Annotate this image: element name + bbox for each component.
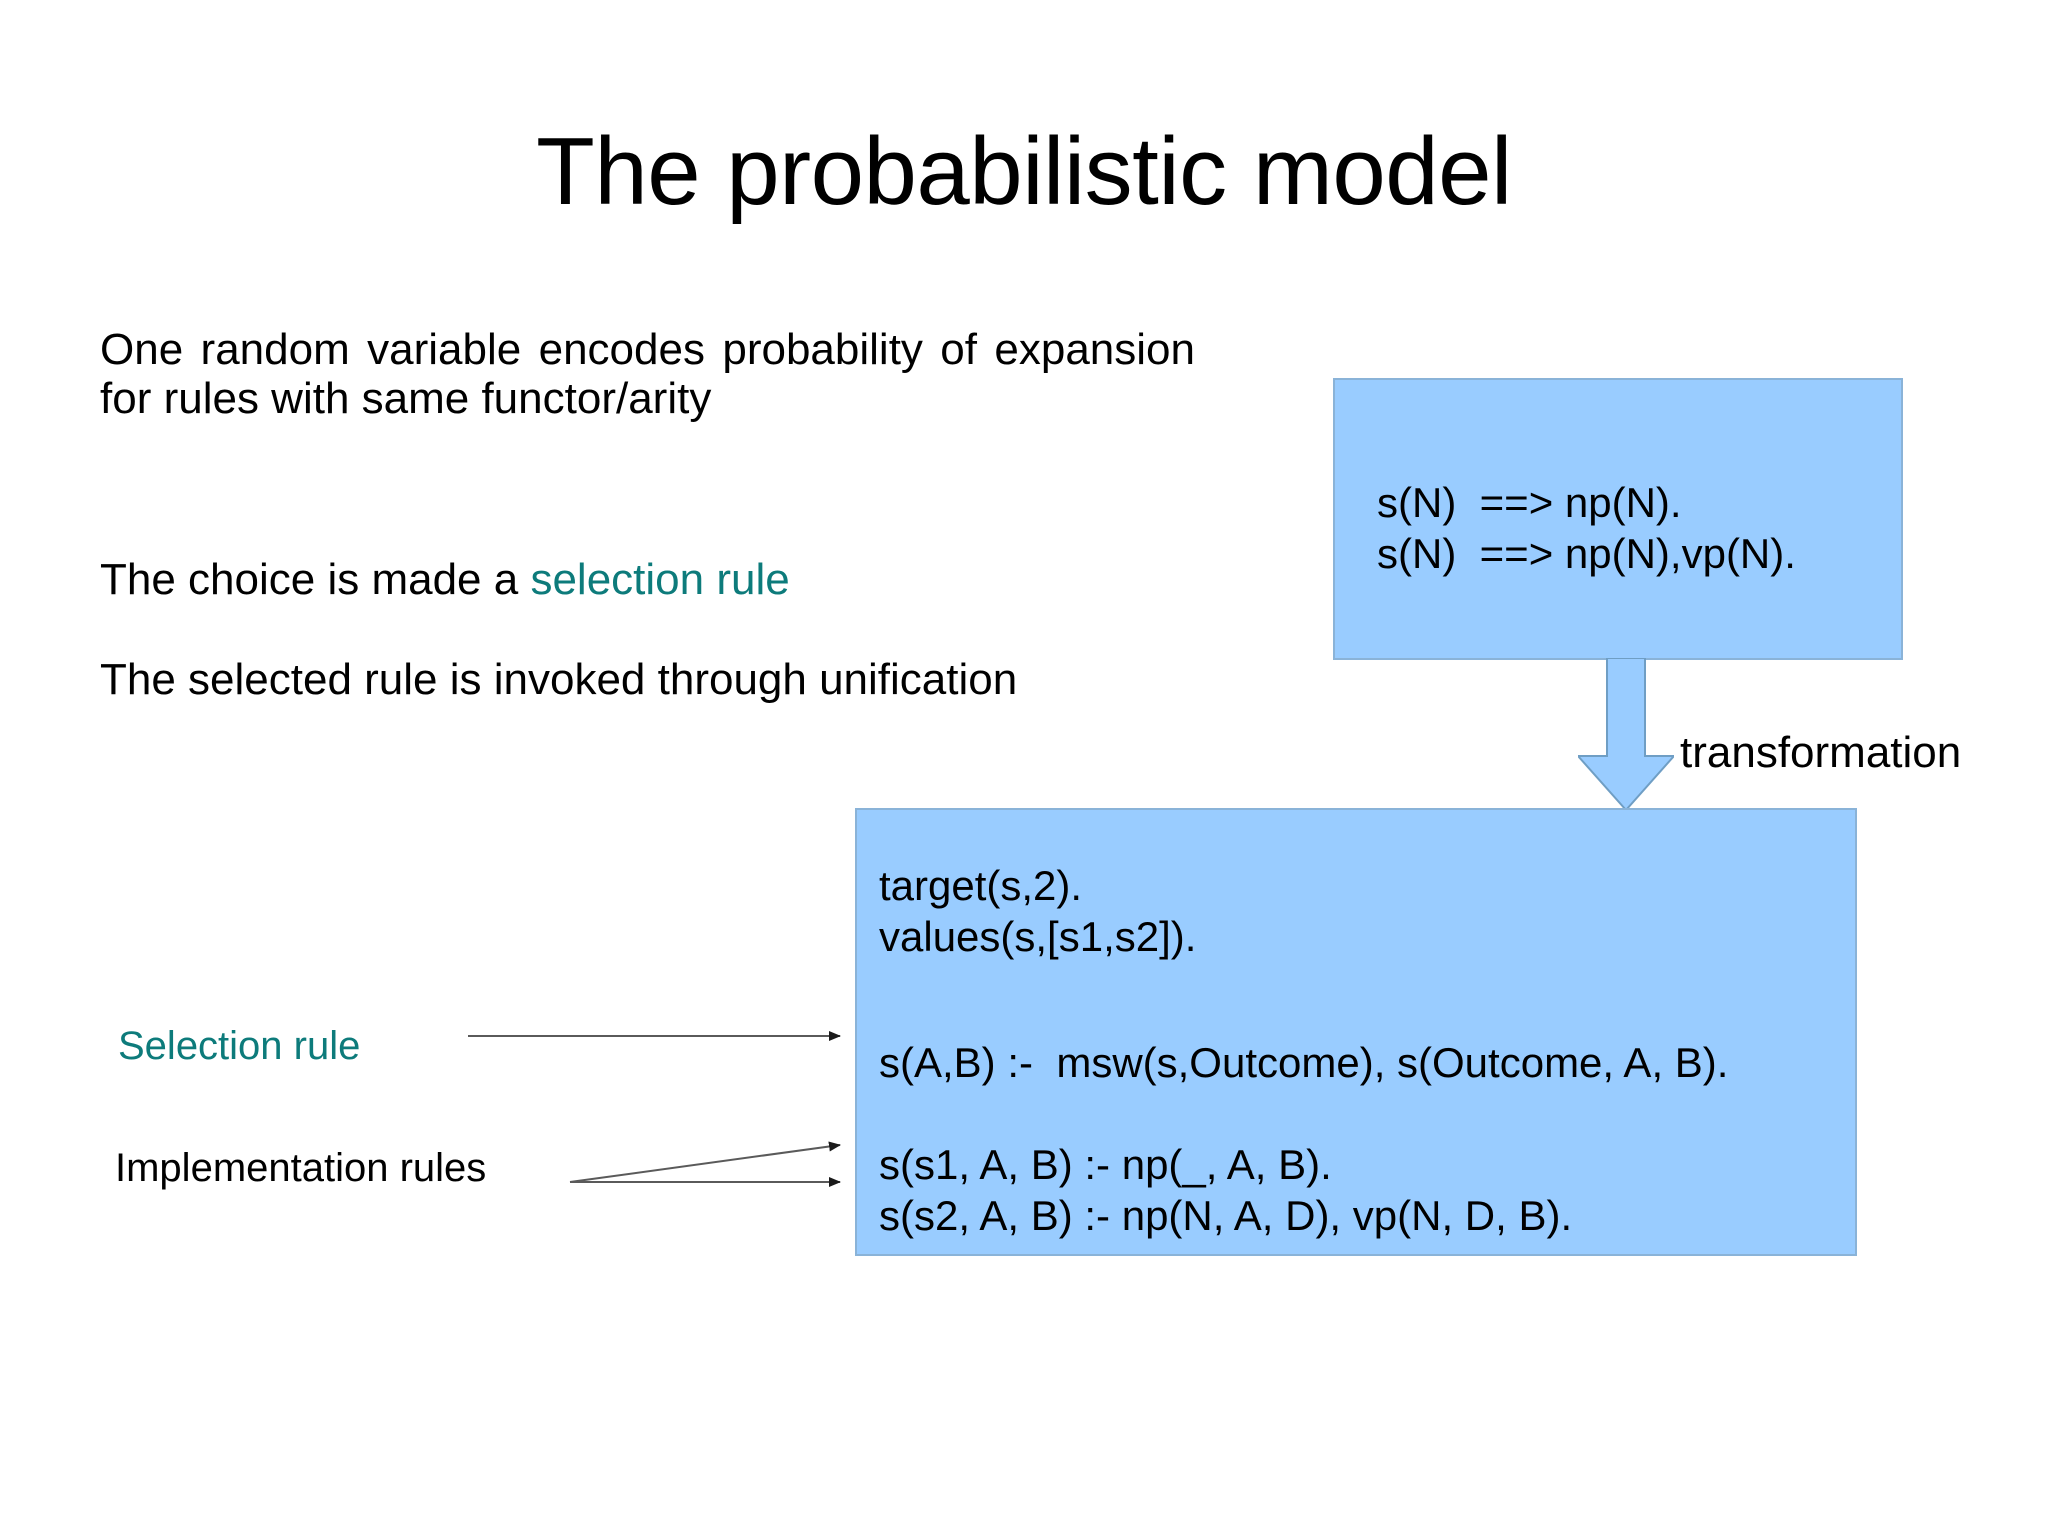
body-paragraph-three: The selected rule is invoked through uni… [100, 655, 1018, 704]
implementation-rules-leader-line-upper [569, 1141, 841, 1183]
grammar-rules-box: s(N) ==> np(N). s(N) ==> np(N),vp(N). [1333, 378, 1903, 660]
implementation-rules-callout-label: Implementation rules [115, 1146, 487, 1190]
page-title: The probabilistic model [536, 118, 1512, 225]
down-arrow-icon [1578, 658, 1674, 810]
grammar-rules-text: s(N) ==> np(N). s(N) ==> np(N),vp(N). [1377, 479, 1796, 577]
program-declarations-text: target(s,2). values(s,[s1,s2]). [879, 862, 1197, 960]
program-implementation-rules-text: s(s1, A, B) :- np(_, A, B). s(s2, A, B) … [879, 1141, 1573, 1239]
selection-rule-highlight: selection rule [530, 555, 790, 604]
selection-rule-callout-label: Selection rule [118, 1024, 361, 1068]
body-paragraph-two: The choice is made a selection rule [100, 555, 1195, 604]
program-selection-rule-text: s(A,B) :- msw(s,Outcome), s(Outcome, A, … [879, 1039, 1729, 1086]
body-paragraph-one: One random variable encodes probability … [100, 325, 1195, 424]
transformed-program-box: target(s,2). values(s,[s1,s2]). s(A,B) :… [855, 808, 1857, 1256]
transformation-label: transformation [1680, 728, 1962, 777]
body-paragraph-two-text: The choice is made a [100, 555, 531, 604]
